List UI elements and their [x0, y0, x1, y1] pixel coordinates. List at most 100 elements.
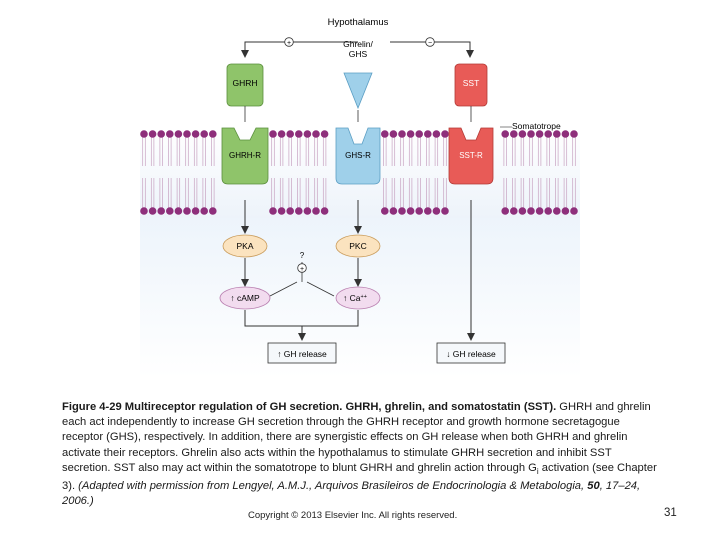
lipid-tail — [383, 136, 387, 166]
lipid-head — [200, 130, 208, 138]
lipid-head — [415, 207, 424, 215]
somatotrope-label: Somatotrope — [512, 121, 561, 131]
lipid-tail — [546, 136, 550, 166]
lipid-tail — [572, 178, 576, 208]
pka-node — [222, 234, 268, 258]
caption-body: GHRH and ghrelin each act independently … — [62, 401, 651, 474]
lipid-tail — [529, 136, 533, 166]
lipid-tail — [185, 136, 189, 166]
lipid-tail — [150, 178, 155, 208]
lipid-tail — [400, 178, 404, 208]
hypothalamus-to-ghrh-line — [241, 41, 358, 58]
lipid-tail — [391, 178, 396, 208]
lipid-tail — [537, 136, 542, 166]
lipid-head — [286, 207, 295, 215]
lipid-head — [553, 130, 561, 138]
lipid-head — [389, 207, 398, 215]
lipid-tail — [271, 178, 275, 208]
lipid-tail — [314, 136, 318, 166]
lipid-head — [381, 207, 389, 215]
ghrh-ligand-label: GHRH — [232, 78, 257, 88]
lipid-tail — [168, 136, 172, 166]
lipid-head — [148, 207, 157, 215]
caption-citation-b: , 17–24, 2006.) — [62, 480, 641, 508]
lipid-tail — [563, 136, 568, 166]
lipid-head — [510, 207, 518, 215]
lipid-head — [406, 207, 415, 215]
lipid-head — [303, 130, 312, 138]
plus-sign-ghrh-feedback — [284, 37, 294, 47]
lipid-head — [174, 207, 183, 215]
lipid-head — [166, 207, 174, 215]
ca-node — [335, 286, 381, 310]
lipid-head — [166, 130, 174, 138]
gh-release-down-label: ↓ GH release — [446, 349, 496, 359]
lipid-tail — [443, 178, 447, 208]
ghs-receptor-label: GHS-R — [345, 151, 371, 160]
lipid-head — [295, 130, 303, 138]
lipid-head — [535, 207, 544, 215]
lipid-head — [535, 130, 544, 138]
lipid-tail — [322, 178, 327, 208]
gh-release-up-box — [267, 342, 337, 364]
slide-footer: Copyright © 2013 Elsevier Inc. All right… — [0, 507, 720, 524]
lipid-tail — [529, 178, 533, 208]
camp-node — [219, 286, 271, 310]
ca-to-gh-release-line — [302, 310, 359, 327]
lipid-tail — [279, 178, 284, 208]
lipid-head — [570, 130, 578, 138]
lipid-tail — [185, 178, 189, 208]
synergy-arrow-right — [306, 281, 335, 297]
lipid-tail — [279, 136, 284, 166]
lipid-tail — [314, 178, 318, 208]
lipid-head — [148, 130, 157, 138]
lipid-head — [183, 207, 191, 215]
lipid-tail — [305, 178, 310, 208]
lipid-tail — [211, 178, 215, 208]
synergy-plus-sign — [297, 263, 307, 273]
lipid-head — [432, 130, 441, 138]
lipid-head — [441, 130, 449, 138]
ghrh-receptor-label: GHRH-R — [229, 151, 261, 160]
lipid-tail — [159, 178, 163, 208]
lipid-head — [432, 207, 441, 215]
pkc-node — [335, 234, 381, 258]
lipid-tail — [434, 136, 439, 166]
lipid-tail — [563, 178, 568, 208]
lipid-head — [424, 207, 432, 215]
pkc-label: PKC — [349, 241, 366, 251]
lipid-head — [191, 130, 200, 138]
sst-receptor — [448, 127, 494, 185]
lipid-tail — [417, 178, 421, 208]
lipid-head — [527, 130, 535, 138]
plus-sign-ghrh-text: + — [287, 40, 291, 47]
lipid-tail — [400, 136, 404, 166]
lipid-head — [209, 207, 217, 215]
ghs-receptor — [335, 127, 381, 185]
lipid-tail — [202, 178, 206, 208]
ghrelin-label: Ghrelin/ — [343, 39, 373, 49]
lipid-tail — [271, 136, 275, 166]
lipid-head — [501, 207, 510, 215]
lipid-tail — [503, 136, 507, 166]
lipid-head — [269, 130, 277, 138]
lipid-tail — [322, 136, 327, 166]
lipid-tail — [193, 178, 198, 208]
lipid-head — [286, 130, 295, 138]
lipid-tail — [512, 178, 516, 208]
membrane-outer-leaflet — [140, 130, 578, 166]
lipid-head — [269, 207, 277, 215]
camp-label: ↑ cAMP — [230, 293, 260, 303]
hypothalamus-to-sst-line — [390, 41, 474, 58]
lipid-head — [501, 130, 510, 138]
lipid-head — [140, 130, 148, 138]
lipid-tail — [426, 178, 430, 208]
lipid-head — [277, 130, 286, 138]
lipid-tail — [391, 136, 396, 166]
lipid-tail — [555, 178, 559, 208]
lipid-head — [518, 130, 527, 138]
lipid-tail — [297, 178, 301, 208]
lipid-head — [415, 130, 424, 138]
figure-title: Figure 4-29 Multireceptor regulation of … — [62, 401, 557, 413]
lipid-tail — [159, 136, 163, 166]
